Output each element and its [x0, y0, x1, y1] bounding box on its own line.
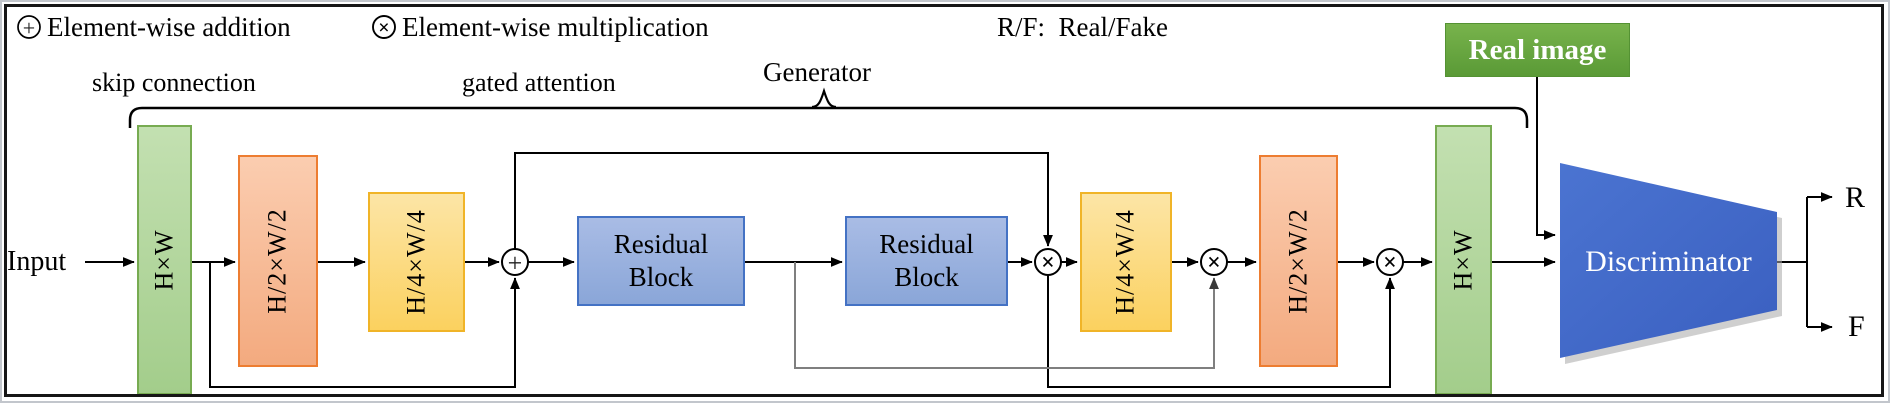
decoder-block-h2xw2: H/2×W/2 [1259, 155, 1338, 367]
multiplication-node-3: × [1376, 248, 1404, 276]
output-fake-label: F [1848, 310, 1865, 343]
circled-times-icon: × [372, 15, 396, 39]
encoder-block-h4xw4: H/4×W/4 [368, 192, 465, 332]
encoder-block-h2xw2: H/2×W/2 [238, 155, 318, 367]
residual-block-2-label: Residual Block [879, 229, 974, 292]
discriminator-shape [1560, 163, 1777, 358]
decoder-block-hxw-label: H×W [1448, 229, 1478, 291]
gated-attention-label: gated attention [462, 68, 616, 97]
real-image-label: Real image [1468, 33, 1607, 66]
circled-plus-icon: + [17, 15, 41, 41]
addition-node: + [501, 248, 529, 278]
legend-rf-label: R/F: Real/Fake [997, 11, 1168, 42]
decoder-block-h2xw2-label: H/2×W/2 [1283, 208, 1313, 314]
residual-block-2: Residual Block [845, 216, 1008, 306]
encoder-block-h2xw2-label: H/2×W/2 [263, 208, 292, 314]
input-label: Input [7, 246, 67, 277]
svg-text:×: × [378, 17, 389, 39]
real-image-box: Real image [1445, 23, 1630, 77]
multiplication-symbol: × [1041, 250, 1055, 276]
skip-connection-label: skip connection [92, 68, 256, 97]
rb1-to-mul2-wire [794, 262, 1219, 369]
residual-block-1-label: Residual Block [613, 229, 709, 292]
legend-addition: + Element-wise addition [16, 11, 291, 43]
real-image-wire [1536, 77, 1556, 240]
decoder-block-hxw: H×W [1435, 125, 1492, 395]
gated-attention-wire [514, 152, 1053, 249]
multiplication-symbol: × [1207, 250, 1221, 276]
legend-multiplication: × Element-wise multiplication [371, 11, 709, 43]
mul1-to-mul3-wire [1047, 275, 1395, 388]
generator-label: Generator [763, 57, 871, 87]
generator-bracket [128, 106, 1529, 128]
multiplication-symbol: × [1383, 250, 1397, 276]
addition-symbol: + [508, 249, 523, 278]
discriminator-label: Discriminator [1585, 245, 1752, 278]
decoder-block-h4xw4-label: H/4×W/4 [1111, 209, 1140, 315]
svg-text:+: + [23, 16, 35, 41]
decoder-block-h4xw4: H/4×W/4 [1080, 192, 1172, 332]
output-real-label: R [1845, 181, 1866, 214]
generator-brace [811, 87, 837, 109]
encoder-block-h4xw4-label: H/4×W/4 [401, 209, 431, 315]
legend-addition-label: Element-wise addition [47, 11, 291, 42]
multiplication-node-2: × [1200, 248, 1228, 276]
legend-rf-key: R/F: Real/Fake [997, 11, 1168, 43]
residual-block-1: Residual Block [577, 216, 745, 306]
skip-connection-wire [209, 262, 520, 388]
multiplication-node-1: × [1034, 248, 1062, 276]
encoder-block-hxw-label: H×W [149, 229, 179, 291]
encoder-block-hxw: H×W [137, 125, 192, 395]
legend-multiplication-label: Element-wise multiplication [402, 11, 709, 42]
